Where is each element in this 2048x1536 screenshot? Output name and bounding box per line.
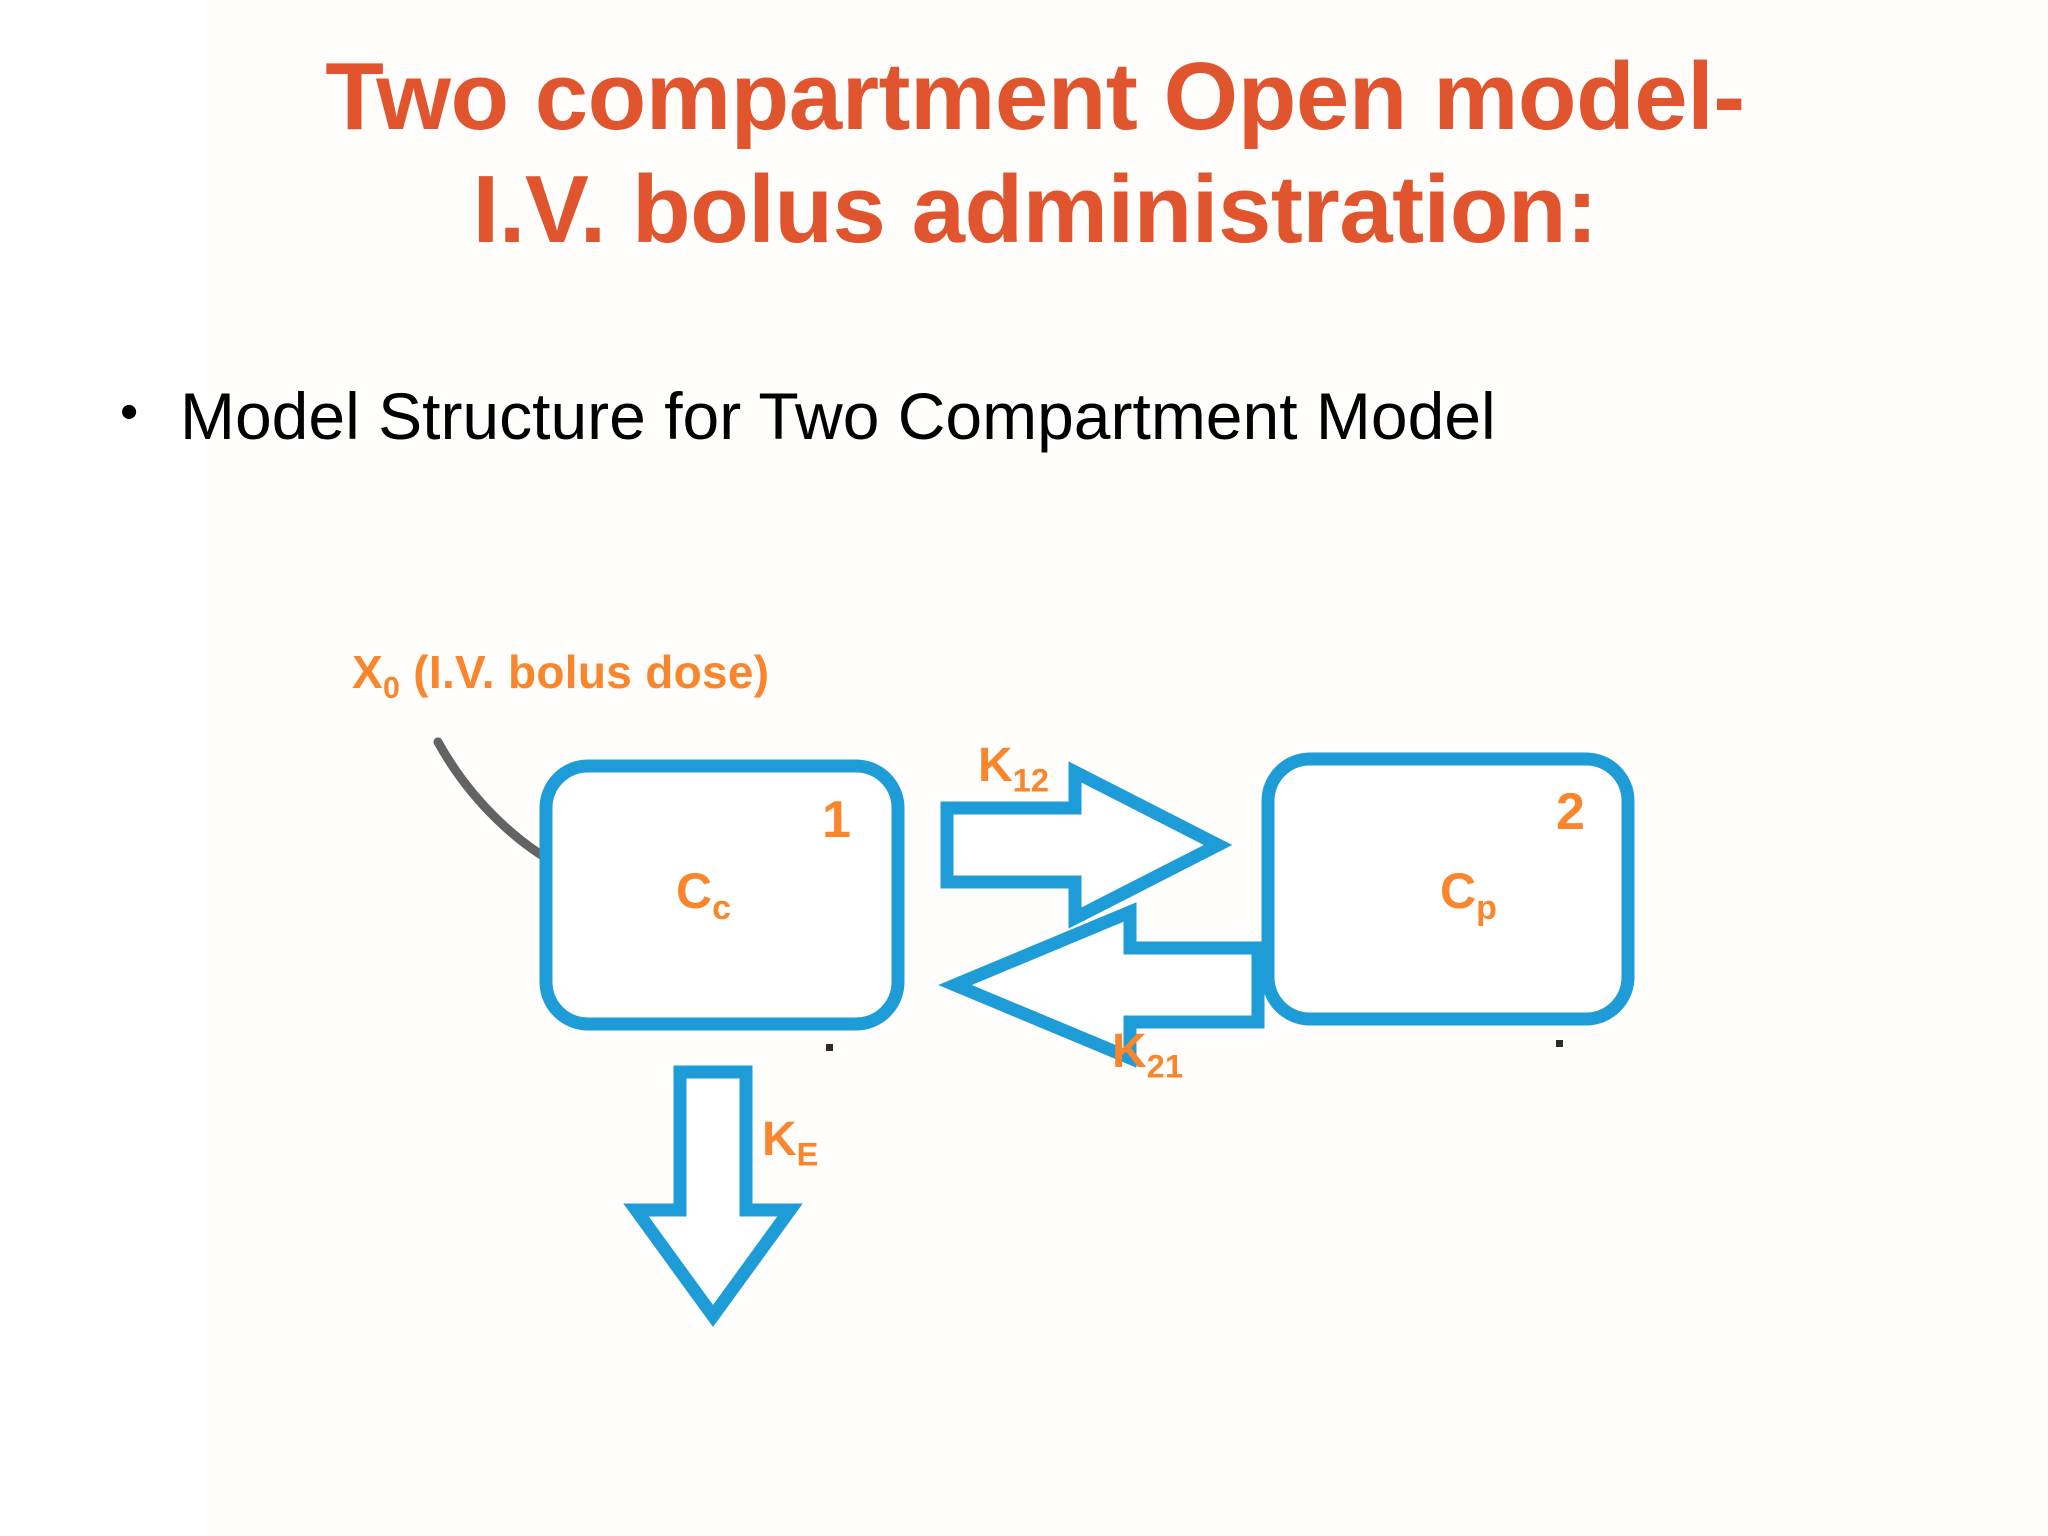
bullet-item-label: Model Structure for Two Compartment Mode… [180,379,1496,453]
bullet-marker-icon: • [120,383,139,441]
title-line-2: I.V. bolus administration: [472,156,1598,264]
bullet-list-item: • Model Structure for Two Compartment Mo… [120,380,1960,453]
page-title: Two compartment Open model- I.V. bolus a… [150,40,1920,267]
title-line-1: Two compartment Open model- [325,43,1745,150]
